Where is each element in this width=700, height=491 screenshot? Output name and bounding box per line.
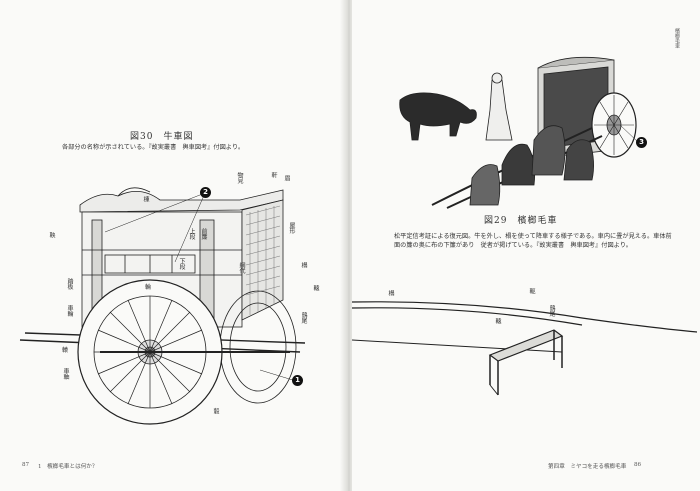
label-fumiita: 踏板 — [66, 278, 73, 289]
label-wa: 輪 — [145, 284, 152, 291]
right-running-footer: 第四章 ミヤコを走る檳榔毛車 — [548, 464, 627, 470]
left-page: 図30 牛車図 各部分の名称が示されている。『故実叢書 輿車図考』付図より。 — [0, 0, 346, 491]
left-running-footer: 1 檳榔毛車とは何か？ — [38, 464, 98, 470]
label-ajiro: 網代 — [238, 262, 245, 273]
callout-2: 2 — [200, 187, 211, 198]
label-nagae-r: 轅 — [494, 318, 501, 324]
label-kubiki: 軛 — [528, 288, 535, 294]
left-page-number: 87 — [22, 462, 30, 468]
callout-3: 3 — [636, 137, 647, 148]
label-mukai: 鞅 — [48, 232, 55, 238]
label-mune: 棟 — [142, 196, 149, 202]
label-jodan: 上段 — [188, 228, 195, 239]
label-maesudare: 前簾 — [200, 228, 207, 239]
figure-29-title: 図29 檳榔毛車 — [484, 216, 558, 226]
label-shajiku: 車軸 — [62, 368, 69, 379]
label-nagae: 轅 — [312, 285, 319, 291]
label-yakata: 屋形 — [288, 222, 295, 233]
label-sharin: 車輪 — [66, 305, 73, 316]
ox-cart-diagram — [19, 187, 306, 425]
label-noki: 軒 — [270, 172, 277, 178]
label-shiji: 榻 — [300, 262, 307, 268]
callout-1: 1 — [292, 375, 303, 386]
label-koshiki: 轂 — [212, 408, 219, 414]
figure-29-caption: 松平定信考証による復元図。牛を外し、榻を使って降車する様子である。車内に畳が見え… — [394, 233, 672, 249]
right-page: 檳榔毛車 — [352, 0, 700, 491]
right-running-head: 檳榔毛車 — [674, 28, 680, 48]
figure-30-caption: 各部分の名称が示されている。『故実叢書 輿車図考』付図より。 — [62, 144, 245, 151]
ox-cart-illustration — [352, 56, 698, 396]
label-tobi: 鴟尾 — [300, 312, 307, 323]
right-page-number: 86 — [634, 462, 642, 468]
label-monomi: 物見 — [236, 172, 243, 183]
label-nagae-h: 轅 — [62, 347, 69, 354]
figure-30-title: 図30 牛車図 — [130, 132, 194, 142]
label-shiji-r: 榻 — [387, 290, 394, 296]
label-tobi-r: 鴟尾 — [548, 305, 555, 316]
label-gedan: 下段 — [178, 258, 185, 269]
label-mayu: 眉 — [283, 175, 290, 181]
